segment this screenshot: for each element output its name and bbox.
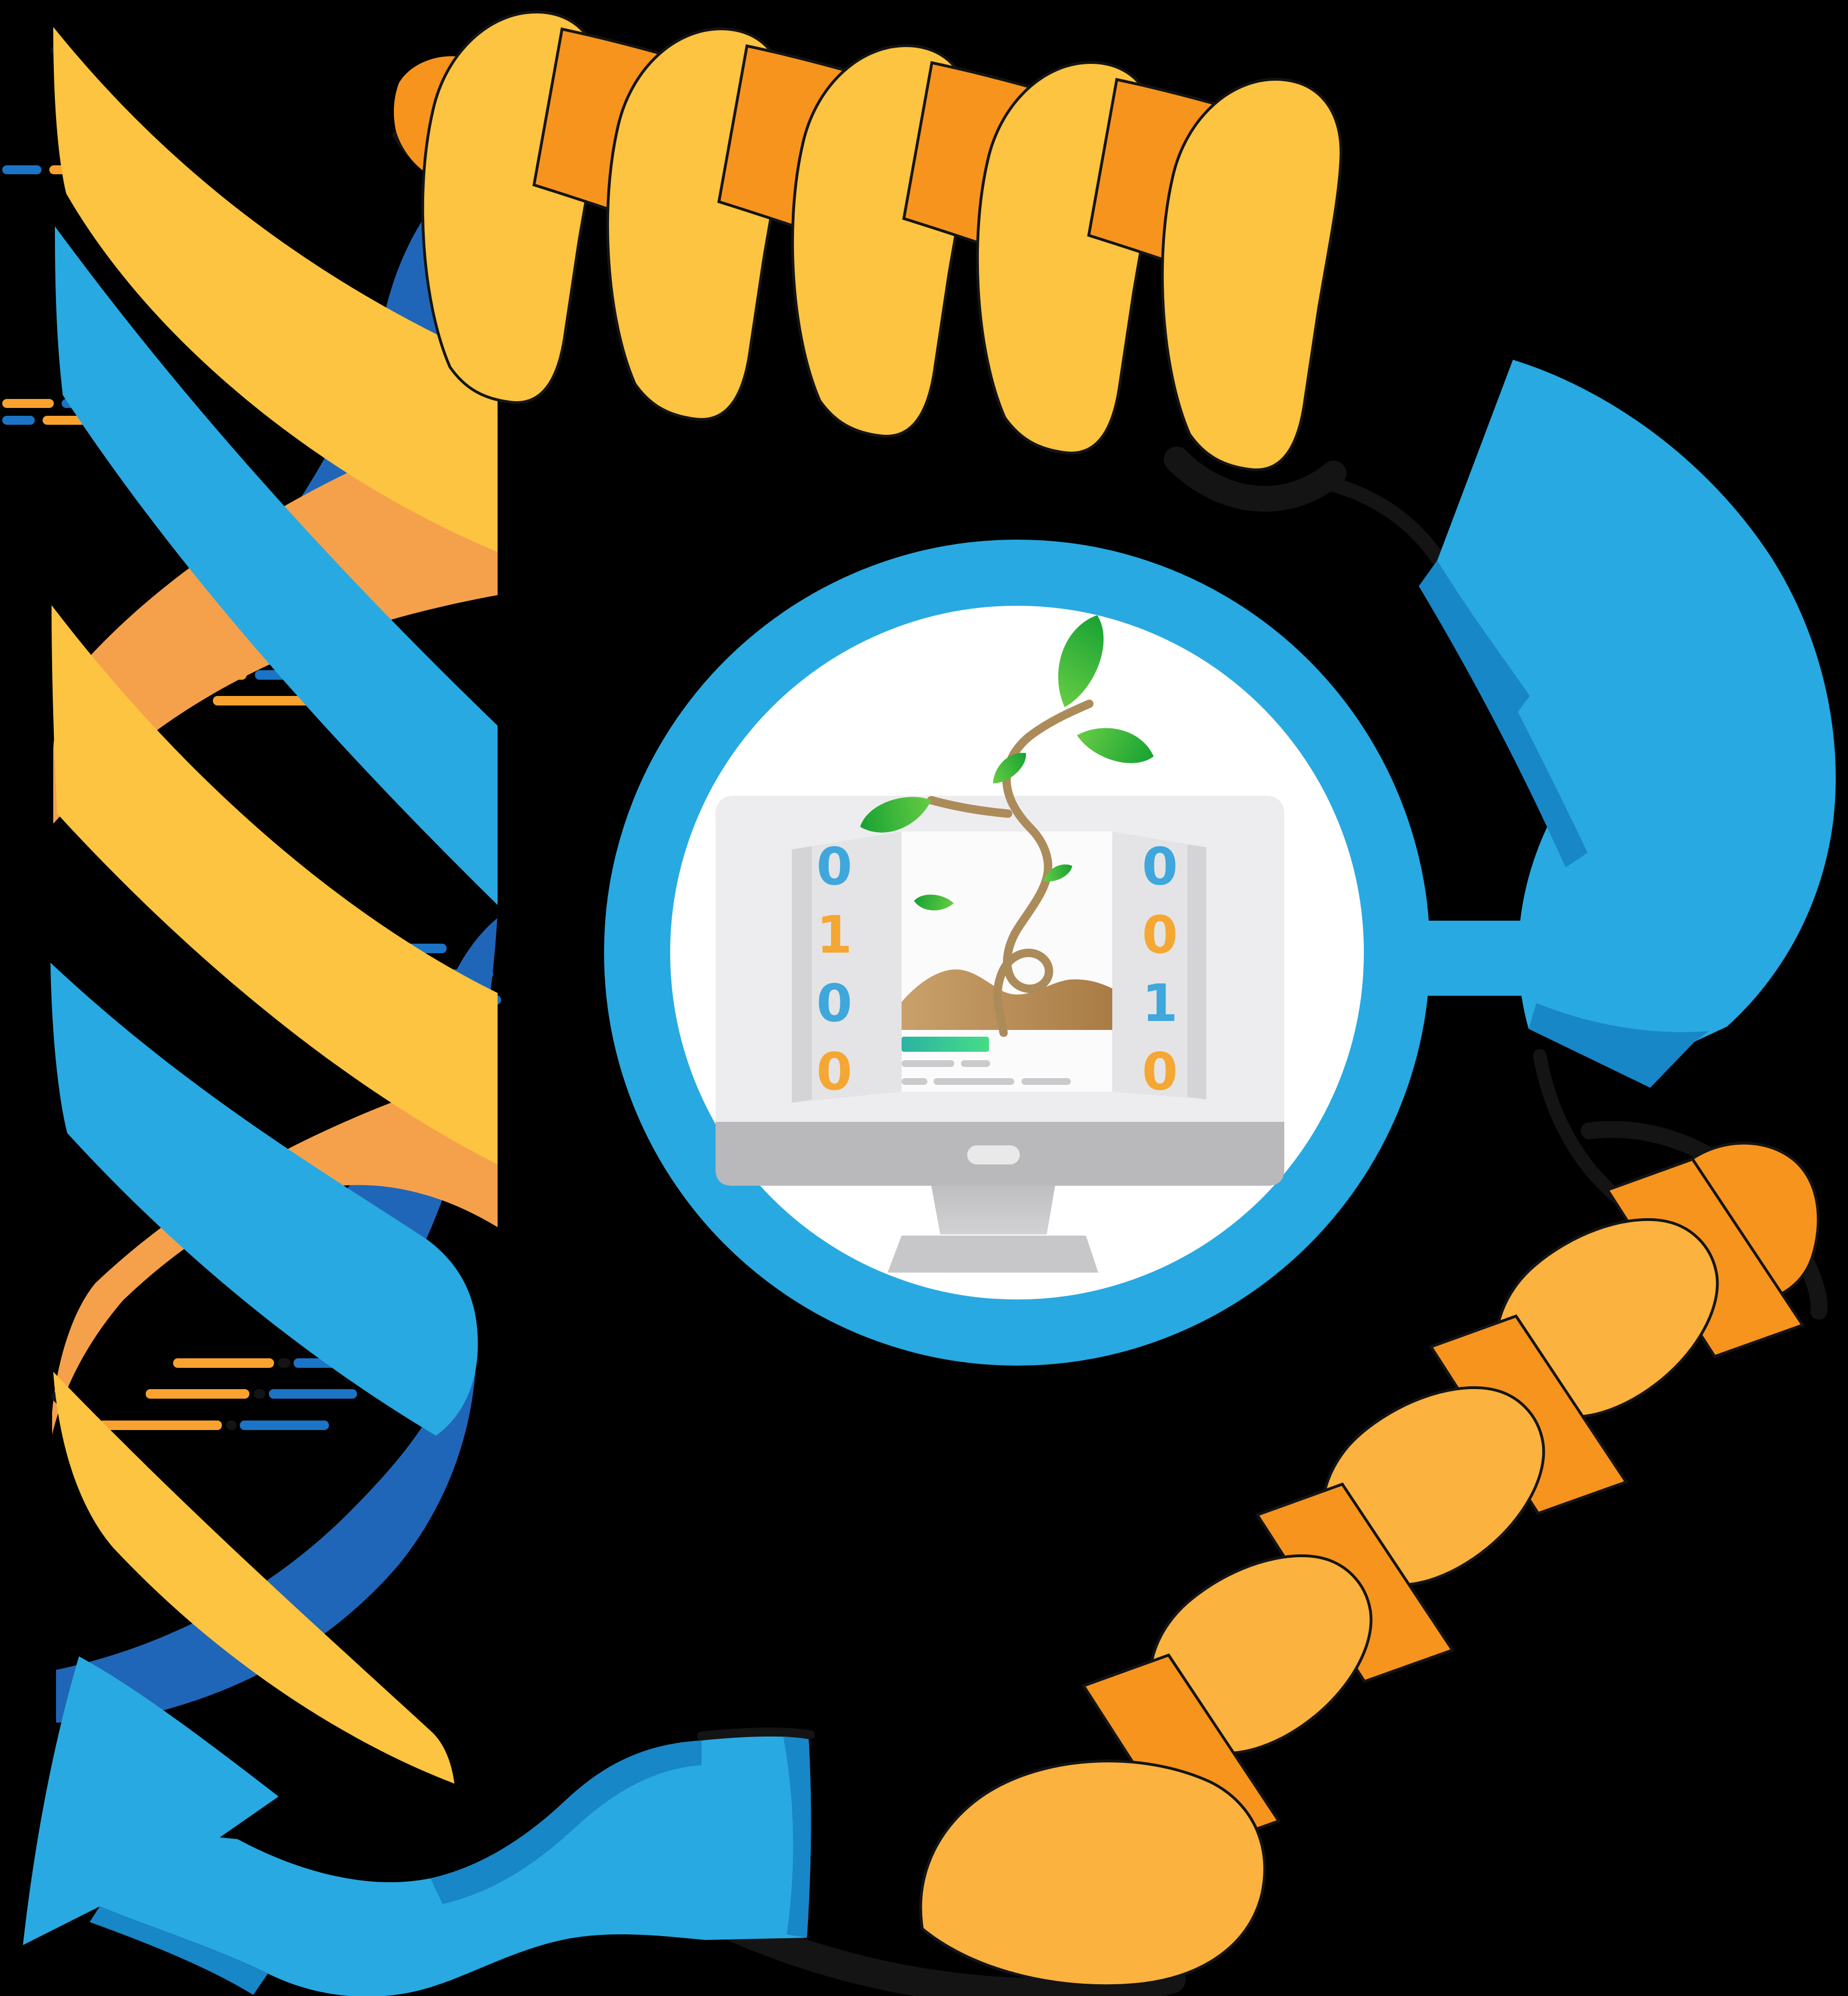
- binary-digit: 0: [1142, 837, 1178, 897]
- binary-panel-right: [1112, 832, 1206, 1099]
- helix-to-arrow-connector-line: [1315, 475, 1445, 565]
- right-arrow-shade-start: [1434, 560, 1530, 718]
- dna-front-strand-lightblue: [50, 963, 478, 1436]
- binary-digit: 0: [816, 837, 852, 897]
- orange-helix-bottom-shadow: [705, 1906, 1186, 1996]
- center-circle-group: 0 1 0 0 0 0 1 0: [604, 540, 1541, 1366]
- binary-digits: 0 1 0 0 0 0 1 0: [816, 837, 1178, 1102]
- protein-alpha-helix-icon: [705, 1121, 1828, 1996]
- progress-bar: [902, 1037, 989, 1052]
- binary-digit: 0: [816, 973, 852, 1033]
- binary-digit: 0: [1142, 1042, 1178, 1102]
- curved-arrow-up-icon: [23, 1656, 815, 1996]
- dna-front-strand-yellow: [52, 605, 498, 1164]
- bottom-arrow-shade-top: [430, 1740, 702, 1904]
- protein-alpha-helix-icon: [422, 12, 1445, 565]
- bottom-arrow-shade-shaft: [90, 1906, 268, 1995]
- dna-front-strand-yellow: [53, 27, 498, 552]
- right-arrow-body: [1437, 360, 1836, 1088]
- monitor-chin-chip: [967, 1145, 1020, 1164]
- monitor-stand-neck: [931, 1186, 1055, 1234]
- binary-digit: 0: [1142, 905, 1178, 965]
- binary-digit: 1: [1142, 973, 1178, 1033]
- dna-front-strand-yellow: [53, 1372, 454, 1784]
- binary-digit: 0: [816, 1042, 852, 1102]
- binary-panel-left: [792, 832, 902, 1103]
- dna-double-helix-icon: [2, 27, 501, 1784]
- monitor-stand-base: [888, 1236, 1098, 1273]
- binary-digit: 1: [816, 905, 852, 965]
- right-arrow-shade-underside: [1529, 1003, 1709, 1088]
- bottom-arrow-head: [23, 1656, 278, 1945]
- orange-helix-bottom-coil: [919, 1760, 1266, 1988]
- soil-mound: [902, 969, 1112, 1030]
- binary-panel-left-fold: [792, 846, 812, 1103]
- bottom-arrow-body: [23, 1656, 811, 1996]
- bottom-arrow-shade-cap: [783, 1737, 811, 1938]
- right-arrow-shade-inner: [1419, 560, 1587, 867]
- dna-front-strand-lightblue: [55, 226, 498, 905]
- binary-panel-right-fold: [1187, 844, 1206, 1099]
- curved-arrow-down-icon: [1419, 360, 1836, 1213]
- dna-back-strand-orange: [52, 1066, 498, 1435]
- helix-end-shadow: [1164, 447, 1346, 512]
- bottom-arrow-cap-line: [697, 1727, 815, 1740]
- placeholder-text-lines: [902, 1060, 1071, 1085]
